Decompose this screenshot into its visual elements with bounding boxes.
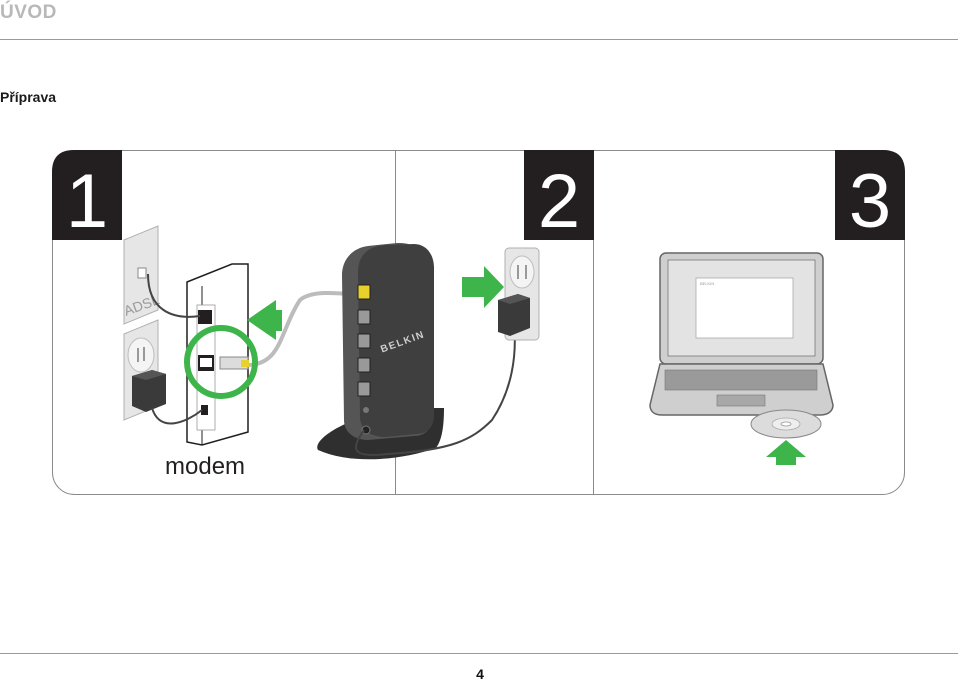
modem-label: modem xyxy=(165,453,245,480)
router-icon: BELKIN xyxy=(317,242,444,460)
highlight-circle-icon xyxy=(184,325,258,399)
arrow-right-icon xyxy=(462,266,504,308)
arrow-left-icon xyxy=(247,300,282,340)
setup-window xyxy=(695,277,794,339)
adsl-cable xyxy=(147,273,201,318)
arrow-up-icon xyxy=(766,440,806,465)
router-power-cable xyxy=(355,324,516,456)
header-divider xyxy=(0,39,958,40)
modem-icon xyxy=(186,263,249,446)
router-adapter-icon xyxy=(498,294,530,336)
step-number-1: 1 xyxy=(66,159,108,244)
section-header-title: ÚVOD xyxy=(0,2,57,23)
page-number: 4 xyxy=(476,666,484,682)
step-number-3: 3 xyxy=(849,159,891,244)
adsl-wall-plate-icon: ADSL xyxy=(122,225,162,325)
router-wan-port xyxy=(357,284,371,300)
power-adapter-icon xyxy=(132,370,166,412)
step-badge-2: 2 xyxy=(524,150,594,244)
setup-illustration: 1 2 3 ADSL xyxy=(52,150,905,495)
footer-divider xyxy=(0,653,958,654)
modem-power-cable xyxy=(151,407,203,425)
ethernet-cable xyxy=(246,291,360,367)
step-badge-3: 3 xyxy=(835,150,905,244)
subsection-title: Příprava xyxy=(0,89,57,105)
step-number-2: 2 xyxy=(538,159,580,244)
laptop-icon: BELKIN xyxy=(649,252,834,416)
screen-brand-label: BELKIN xyxy=(700,281,714,286)
step-badge-1: 1 xyxy=(52,150,122,244)
cd-disc-icon xyxy=(750,409,822,439)
